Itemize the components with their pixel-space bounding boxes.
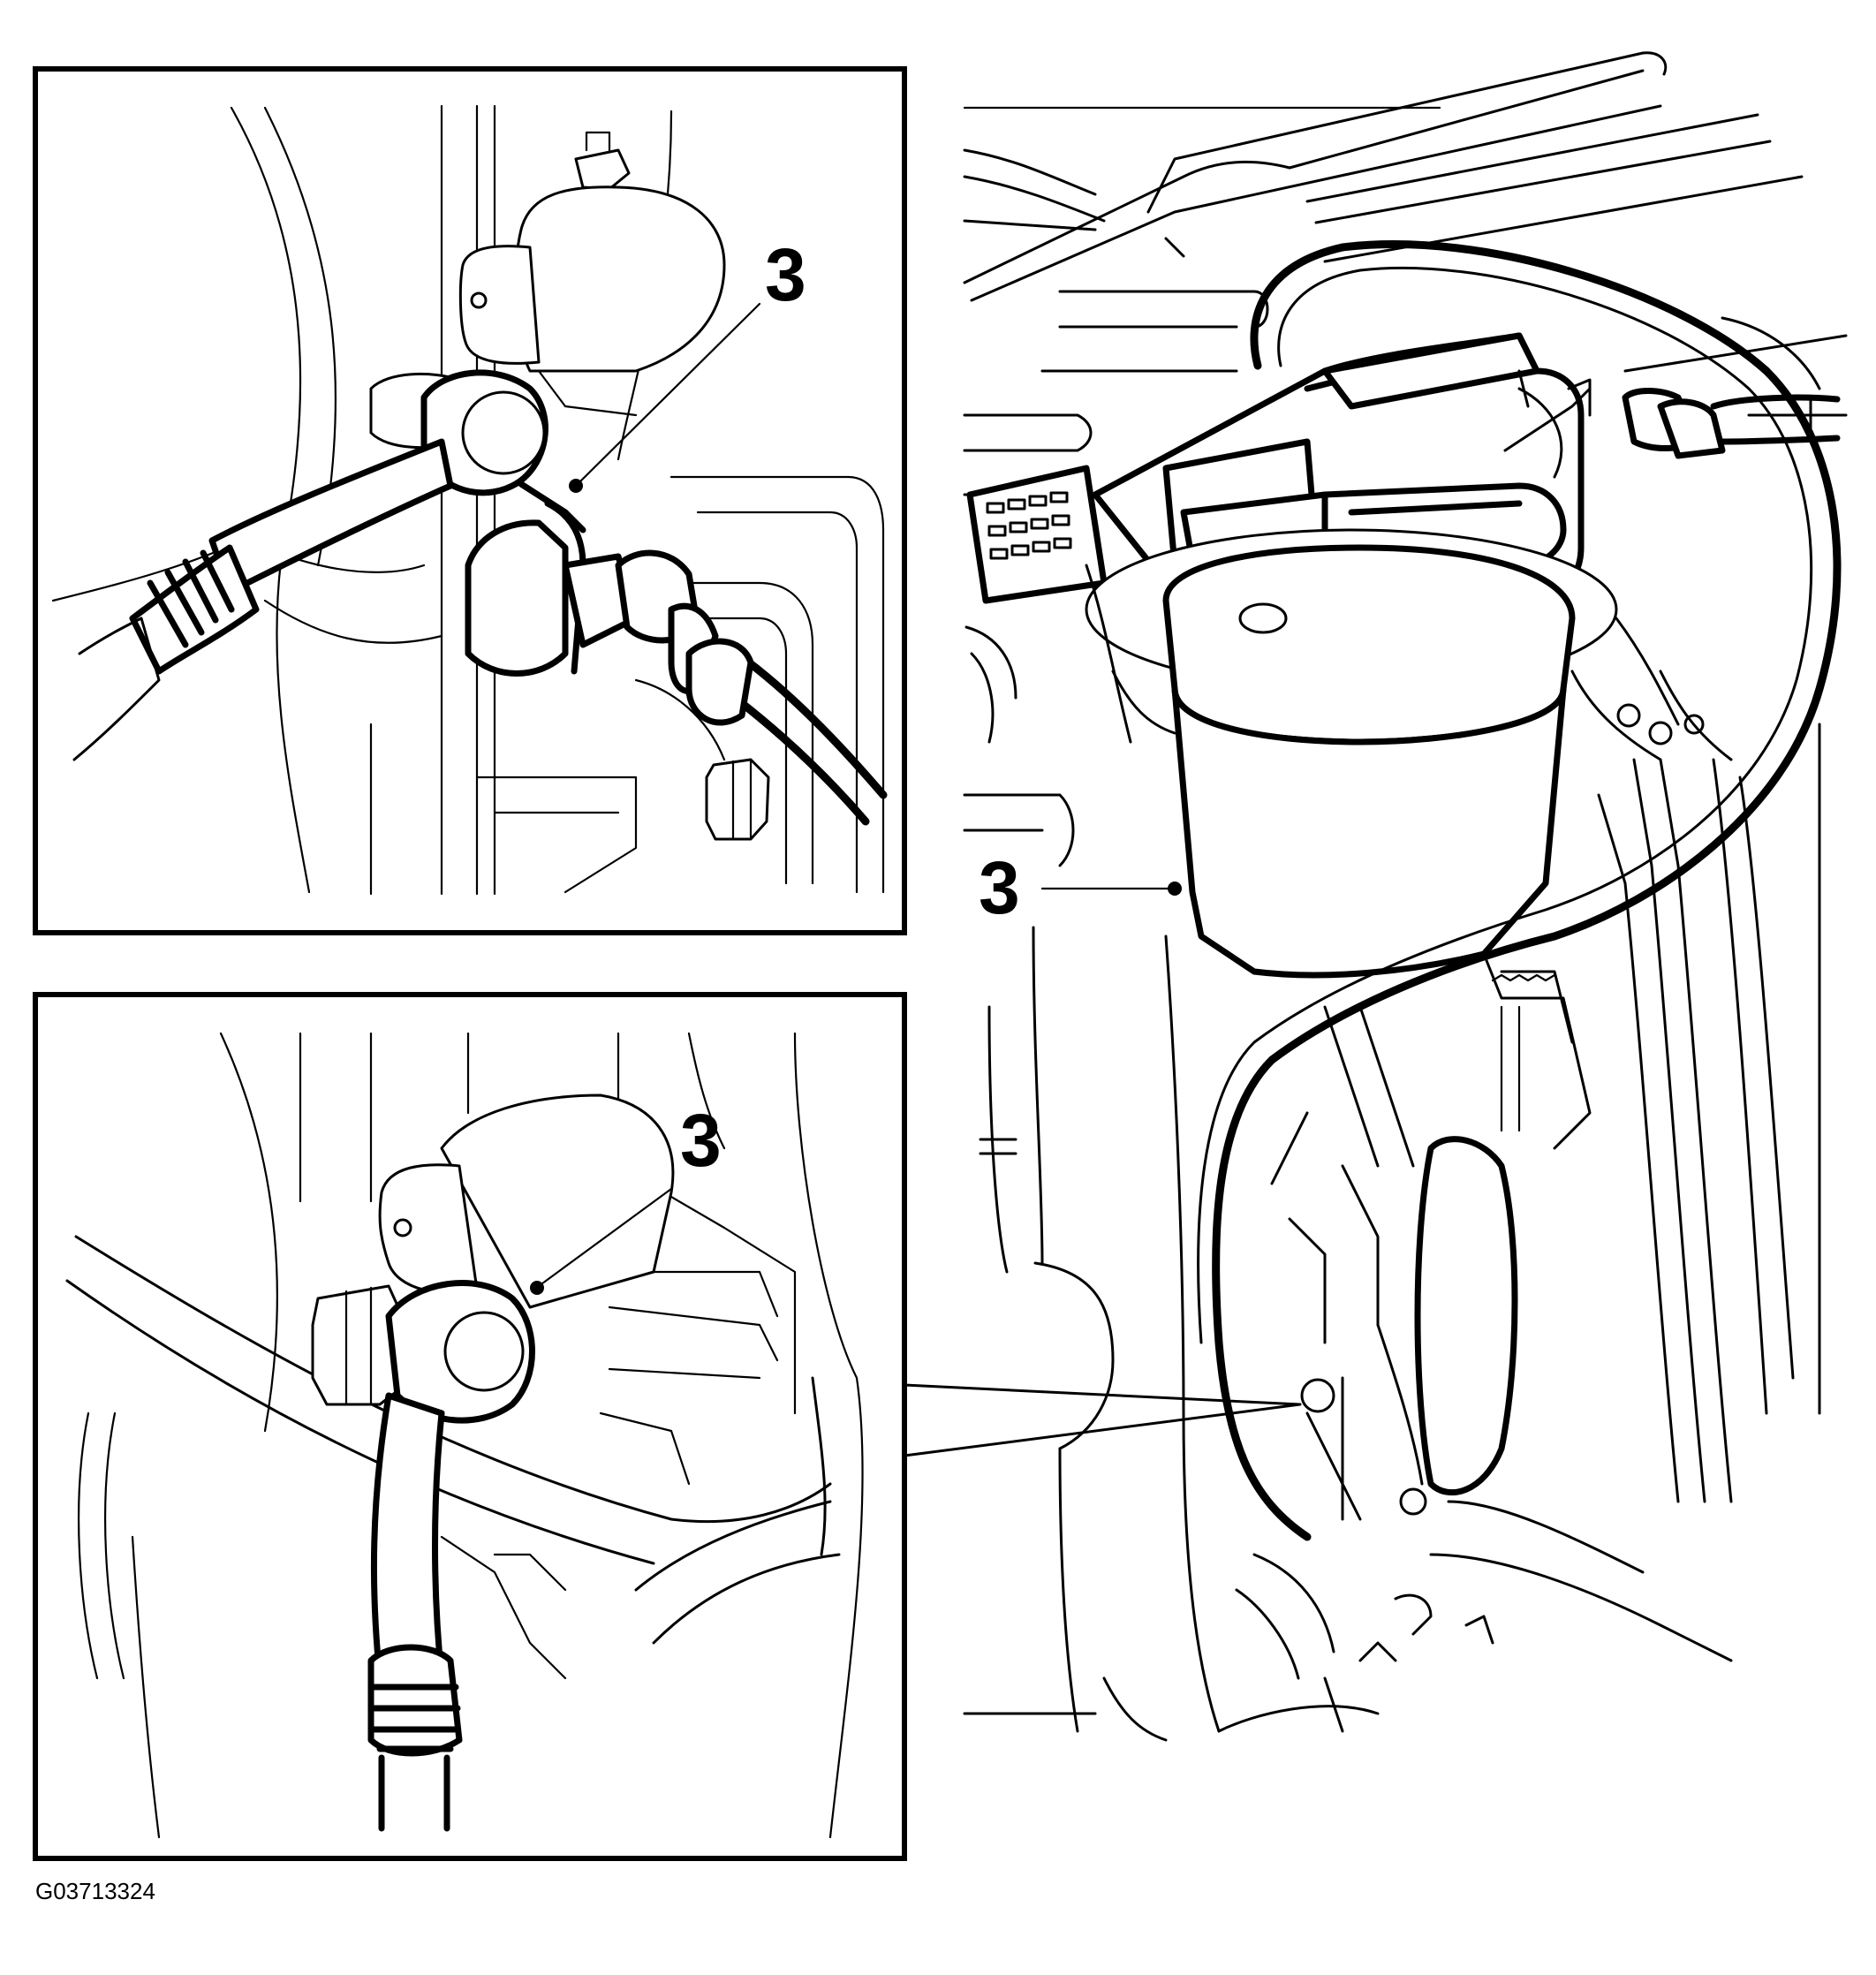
inset-bottom-left: 3 — [33, 992, 907, 1861]
inset-top-left-valve — [458, 131, 726, 417]
main-view-right-connector — [1622, 388, 1841, 459]
inset-bottom-left-frame — [33, 992, 907, 1861]
main-view-lower-left — [963, 625, 1733, 1742]
main-view-lower-detail — [1270, 952, 1592, 1662]
inset-top-left: 3 — [33, 66, 907, 935]
inset-bottom-left-valve — [378, 1093, 675, 1309]
main-view-cover-tab — [966, 465, 1108, 604]
inset-top-left-eye-bolt — [369, 369, 548, 496]
inset-top-left-hex-nut — [705, 758, 770, 841]
inset-top-left-frame — [33, 66, 907, 935]
main-view-right-rails — [1570, 617, 1821, 1503]
inset-bottom-left-hex-adapter — [311, 1284, 408, 1406]
callout-main: 3 — [979, 846, 1020, 929]
inset-bottom-left-leader — [530, 1187, 673, 1295]
main-view-leader — [1040, 882, 1182, 896]
inset-top-left-quick-connector — [465, 481, 888, 826]
inset-bottom-left-background-lines — [78, 1032, 864, 1839]
inset-bottom-left-eye-bolt — [385, 1280, 535, 1424]
main-view: 3 — [963, 51, 1848, 1742]
figure-id: G03713324 — [35, 1878, 155, 1904]
inset-top-left-leader — [569, 302, 761, 493]
inset-top-left-fuel-pipe — [72, 438, 454, 761]
inset-bottom-left-fuel-pipe — [367, 1392, 463, 1832]
callout-bottom-left: 3 — [680, 1099, 722, 1182]
zoom-pointer — [903, 1383, 1302, 1457]
inset-bottom-left-large-hose — [65, 1235, 841, 1645]
main-view-return-line — [1197, 240, 1842, 1541]
cover-tab-grille — [986, 491, 1072, 560]
callout-top-left: 3 — [765, 233, 806, 316]
main-view-filter-canister — [1085, 528, 1618, 979]
